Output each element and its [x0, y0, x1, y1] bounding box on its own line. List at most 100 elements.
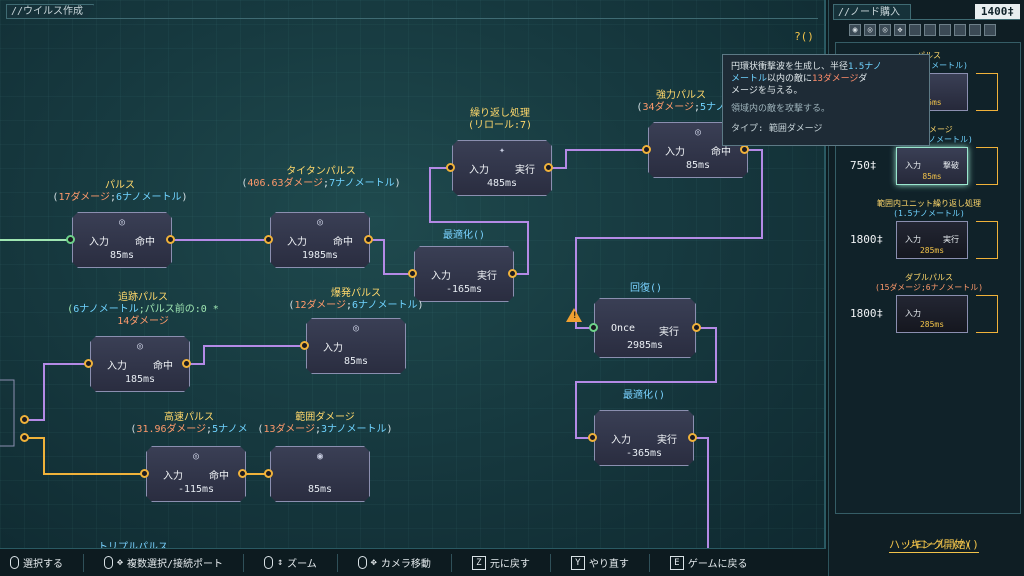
node-title-fast: 高速パルス (31.96ダメージ;5ナノメ [130, 412, 248, 435]
node-title-tracking: 追跡パルス (6ナノメートル;パルス前の:0 * 14ダメージ [67, 292, 219, 327]
filter-slot-icon[interactable] [939, 24, 951, 36]
node-pulse[interactable]: ◎ 入力 命中 85ms [72, 212, 172, 268]
node-title-strong: 強力パルス (34ダメージ;5ナノ [636, 90, 726, 113]
filter-slot-icon[interactable] [909, 24, 921, 36]
key-y: Y [570, 555, 585, 570]
node-title-titan: タイタンパルス (406.63ダメージ;7ナノメートル) [241, 166, 401, 189]
node-title-area: 範囲ダメージ (13ダメージ;3ナノメートル) [257, 412, 393, 435]
port-in-optimize-2[interactable] [588, 433, 597, 442]
node-title-heal: 回復() [629, 283, 663, 294]
node-heal[interactable]: Once 実行 2985ms [594, 298, 696, 358]
warning-icon [566, 308, 582, 322]
loop-icon: ✦ [498, 145, 506, 156]
filter-slot-icon[interactable] [969, 24, 981, 36]
bracket [976, 73, 998, 111]
port-out-repeat[interactable] [544, 163, 553, 172]
hint-back-to-game[interactable]: E ゲームに戻る [669, 555, 748, 570]
shop-item[interactable]: 範囲内ユニット繰り返し処理(1.5ナノメートル) 1800‡ 入力 実行 285… [836, 199, 1022, 269]
node-title-optimize-1: 最適化() [442, 230, 486, 241]
filter-slot-icon[interactable] [924, 24, 936, 36]
divider [450, 553, 452, 572]
port-out-optimize-1[interactable] [508, 269, 517, 278]
filter-pulse-icon[interactable]: ◎ [864, 24, 876, 36]
move-arrows-icon: ✥ [117, 557, 124, 568]
pulse-icon: ◎ [694, 127, 702, 138]
divider [243, 553, 245, 572]
filter-area-icon[interactable]: ◎ [879, 24, 891, 36]
port-in-repeat[interactable] [446, 163, 455, 172]
hint-undo[interactable]: Z 元に戻す [471, 555, 530, 570]
node-area-damage[interactable]: ◉ 85ms [270, 446, 370, 502]
bracket [976, 295, 998, 333]
port-in-strong[interactable] [642, 145, 651, 154]
port-branch-1[interactable] [20, 415, 29, 424]
port-in-burst[interactable] [300, 341, 309, 350]
node-cost: -365ms [625, 448, 663, 459]
node-burst-pulse[interactable]: ◎ 入力 85ms [306, 318, 406, 374]
pulse-icon: ◎ [352, 323, 360, 334]
port-out-fast[interactable] [238, 469, 247, 478]
node-repeat[interactable]: ✦ 入力 実行 485ms [452, 140, 552, 196]
port-label-in: 入力 [665, 147, 685, 158]
port-label-out: 命中 [135, 237, 155, 248]
port-label-in: 入力 [287, 237, 307, 248]
key-e: E [669, 555, 684, 570]
node-title-repeat: 繰り返し処理 (リロール:7) [467, 108, 533, 131]
filter-move-icon[interactable]: ✥ [894, 24, 906, 36]
port-out-optimize-2[interactable] [688, 433, 697, 442]
filter-slot-icon[interactable] [984, 24, 996, 36]
port-label-in: 入力 [323, 343, 343, 354]
shop-item[interactable]: ダブルパルス(15ダメージ;6ナノメートル) 1800‡ 入力 285ms [836, 273, 1022, 343]
hint-redo[interactable]: Y やり直す [570, 555, 629, 570]
port-label-in: 入力 [611, 435, 631, 446]
pulse-icon: ◎ [118, 217, 126, 228]
port-label-out: 命中 [333, 237, 353, 248]
port-in-optimize-1[interactable] [408, 269, 417, 278]
key-z: Z [471, 555, 486, 570]
updown-icon: ↕ [277, 557, 284, 568]
port-label-in: 入力 [89, 237, 109, 248]
start-hacking-button[interactable]: ハッキング開始() [889, 538, 979, 553]
port-label-in: 入力 [431, 271, 451, 282]
filter-all-icon[interactable]: ◉ [849, 24, 861, 36]
item-price: 1800‡ [850, 233, 884, 246]
port-label-in: 入力 [469, 165, 489, 176]
pulse-icon: ◎ [192, 451, 200, 462]
port-label-in: Once [611, 323, 636, 334]
node-optimize-1[interactable]: 入力 実行 -165ms [414, 246, 514, 302]
port-in-pulse[interactable] [66, 235, 75, 244]
shop-node-preview: 入力 撃破 85ms [896, 147, 968, 185]
help-button[interactable]: ?() [794, 30, 814, 43]
hint-select: 選択する [10, 555, 63, 570]
reroll-button[interactable]: リロール (7) [906, 540, 971, 551]
port-in-area[interactable] [264, 469, 273, 478]
move-arrows-icon: ✥ [370, 557, 377, 568]
port-in-titan[interactable] [264, 235, 273, 244]
port-out-titan[interactable] [364, 235, 373, 244]
node-tracking-pulse[interactable]: ◎ 入力 命中 185ms [90, 336, 190, 392]
port-branch-2[interactable] [20, 433, 29, 442]
divider [336, 553, 338, 572]
mouse-right-icon [357, 556, 367, 569]
node-optimize-2[interactable]: 入力 実行 -365ms [594, 410, 694, 466]
port-out-heal[interactable] [692, 323, 701, 332]
virus-editor-canvas[interactable]: //ウイルス作成 ?() パルス (17ダメージ;6ナノメートル) [0, 0, 826, 548]
filter-icons: ◉ ◎ ◎ ✥ [849, 24, 996, 38]
port-out-pulse[interactable] [166, 235, 175, 244]
node-fast-pulse[interactable]: ◎ 入力 命中 -115ms [146, 446, 246, 502]
node-titan-pulse[interactable]: ◎ 入力 命中 1985ms [270, 212, 370, 268]
port-in-tracking[interactable] [84, 359, 93, 368]
port-out-tracking[interactable] [182, 359, 191, 368]
pulse-icon: ◎ [316, 217, 324, 228]
node-cost: 485ms [486, 178, 518, 189]
port-label-out: 命中 [209, 471, 229, 482]
hint-camera: ✥ カメラ移動 [357, 555, 431, 570]
divider [549, 553, 551, 572]
port-out-strong[interactable] [740, 145, 749, 154]
node-title-burst: 爆発パルス (12ダメージ;6ナノメートル) [288, 288, 424, 311]
port-label-out: 命中 [153, 361, 173, 372]
filter-slot-icon[interactable] [954, 24, 966, 36]
port-in-fast[interactable] [140, 469, 149, 478]
item-price: 1800‡ [850, 307, 884, 320]
port-in-heal[interactable] [589, 323, 598, 332]
